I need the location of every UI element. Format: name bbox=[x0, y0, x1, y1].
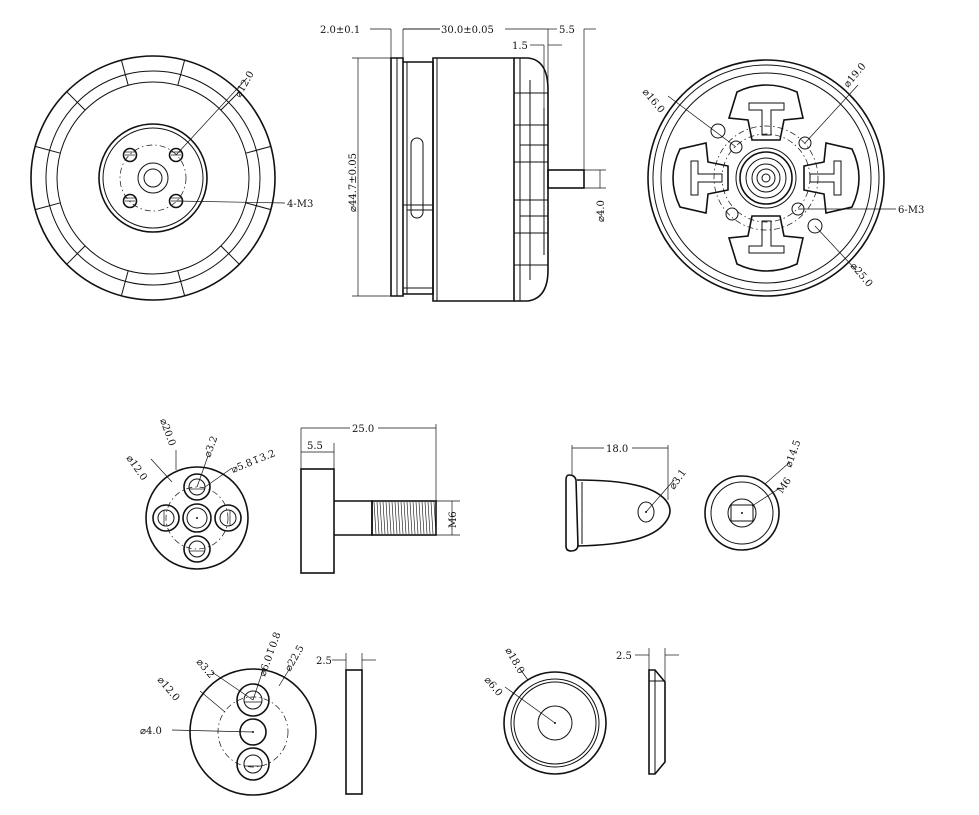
dim-dia-6: ⌀6.0 bbox=[482, 675, 505, 699]
vent-left bbox=[672, 142, 729, 214]
thread-line bbox=[430, 501, 434, 535]
dim-shaft-5-5: 5.5 bbox=[559, 25, 575, 36]
motor-rear-view: ⌀16.0 ⌀19.0 6-M3 ⌀25.0 bbox=[640, 59, 924, 297]
washer-hole-top bbox=[236, 683, 270, 717]
motor-side-view: 2.0±0.1 30.0±0.05 5.5 1.5 ⌀44.7±0.05 ⌀4.… bbox=[320, 25, 607, 302]
mount-hole-1 bbox=[122, 147, 138, 163]
thread-line bbox=[403, 501, 407, 535]
dim-holes-6m3: 6-M3 bbox=[898, 205, 924, 216]
rear-holes bbox=[710, 123, 823, 234]
spinner-front-view: ⌀14.5 M6 bbox=[704, 439, 803, 551]
dim-dia-20: ⌀20.0 bbox=[157, 417, 177, 447]
adapter-hole-left bbox=[152, 504, 180, 532]
thread-line bbox=[412, 501, 416, 535]
bell-rib bbox=[177, 270, 186, 296]
dim-step-1-5: 1.5 bbox=[512, 41, 528, 52]
dim-dia-12-w: ⌀12.0 bbox=[155, 675, 182, 704]
dim-dia-12: ⌀12.0 bbox=[233, 69, 257, 99]
dim-dia-25: ⌀25.0 bbox=[848, 261, 875, 290]
spinner-side-view: 18.0 ⌀3.1 bbox=[565, 444, 689, 552]
adapter-side-view: 25.0 5.5 M6 bbox=[300, 424, 460, 574]
dim-flange: 2.0±0.1 bbox=[320, 25, 360, 36]
washer-side-view: 2.5 bbox=[316, 653, 376, 795]
bell-rib bbox=[245, 202, 271, 211]
mount-hole-3 bbox=[122, 193, 138, 209]
adapter-front-view: ⌀20.0 ⌀3.2 ⌀12.0 ⌀5.8↧3.2 bbox=[124, 417, 277, 570]
bell-rib bbox=[120, 60, 129, 86]
bell-ribs bbox=[35, 60, 271, 296]
dim-thread-m6: M6 bbox=[448, 511, 459, 528]
thread-line bbox=[385, 501, 389, 535]
thread-line bbox=[382, 501, 386, 535]
thread-line bbox=[406, 501, 410, 535]
thread-line bbox=[415, 501, 419, 535]
dim-thick-2-5: 2.5 bbox=[316, 656, 332, 667]
dim-dia-4: ⌀4.0 bbox=[140, 726, 162, 737]
dim-dia-3-2: ⌀3.2 bbox=[202, 435, 220, 459]
dim-dia-3-2-w: ⌀3.2 bbox=[194, 657, 217, 681]
dim-length-18: 18.0 bbox=[606, 444, 628, 455]
cap-side-view: 2.5 bbox=[616, 648, 679, 775]
thread-line bbox=[391, 501, 395, 535]
thread-line bbox=[418, 501, 422, 535]
dim-length-30: 30.0±0.05 bbox=[441, 25, 494, 36]
bell-rib bbox=[35, 145, 61, 154]
cap-front-view: ⌀18.0 ⌀6.0 bbox=[482, 646, 607, 775]
adapter-center bbox=[182, 503, 212, 533]
thread-line bbox=[424, 501, 428, 535]
dim-hole-3-1: ⌀3.1 bbox=[667, 467, 689, 491]
bell-rib bbox=[220, 245, 240, 265]
dim-dia-44-7: ⌀44.7±0.05 bbox=[348, 153, 359, 212]
dim-dia-18: ⌀18.0 bbox=[502, 646, 526, 676]
vent-bottom bbox=[727, 215, 804, 272]
dim-flange-5-5: 5.5 bbox=[307, 441, 323, 452]
washer-hole-bottom bbox=[236, 747, 270, 781]
washer-front-view: ⌀3.2 ⌀12.0 ⌀6.0↧0.8 ⌀22.5 ⌀4.0 bbox=[140, 631, 317, 796]
dim-thread-m6-front: M6 bbox=[775, 476, 794, 496]
thread-hatch bbox=[373, 501, 437, 535]
dim-shaft-dia-4: ⌀4.0 bbox=[596, 200, 607, 222]
thread-line bbox=[379, 501, 383, 535]
dim-length-25: 25.0 bbox=[352, 424, 374, 435]
bell-rib bbox=[120, 270, 129, 296]
bell-rib bbox=[66, 91, 86, 111]
dim-dia-16: ⌀16.0 bbox=[640, 87, 667, 116]
thread-line bbox=[373, 501, 377, 535]
bell-rib bbox=[35, 202, 61, 211]
vent-top bbox=[727, 84, 804, 141]
bell-rib bbox=[220, 91, 240, 111]
thread-line bbox=[400, 501, 404, 535]
dim-dia-12: ⌀12.0 bbox=[124, 453, 149, 482]
thread-line bbox=[433, 501, 437, 535]
dim-cbore: ⌀5.8↧3.2 bbox=[230, 448, 277, 476]
adapter-hole-bottom bbox=[183, 535, 211, 563]
bell-rib bbox=[177, 60, 186, 86]
bell-rib bbox=[245, 145, 271, 154]
adapter-hole-right bbox=[214, 504, 242, 532]
dim-dia-14-5: ⌀14.5 bbox=[783, 439, 803, 469]
bell-rib bbox=[66, 245, 86, 265]
dim-thick-2-5-cap: 2.5 bbox=[616, 651, 632, 662]
dim-dia-22-5: ⌀22.5 bbox=[283, 643, 307, 673]
thread-line bbox=[427, 501, 431, 535]
thread-line bbox=[394, 501, 398, 535]
thread-line bbox=[421, 501, 425, 535]
dim-dia-19: ⌀19.0 bbox=[842, 61, 869, 90]
thread-line bbox=[376, 501, 380, 535]
motor-front-view: ⌀12.0 4-M3 bbox=[30, 55, 313, 301]
thread-line bbox=[409, 501, 413, 535]
dim-holes-4m3: 4-M3 bbox=[287, 199, 313, 210]
thread-line bbox=[388, 501, 392, 535]
thread-line bbox=[397, 501, 401, 535]
